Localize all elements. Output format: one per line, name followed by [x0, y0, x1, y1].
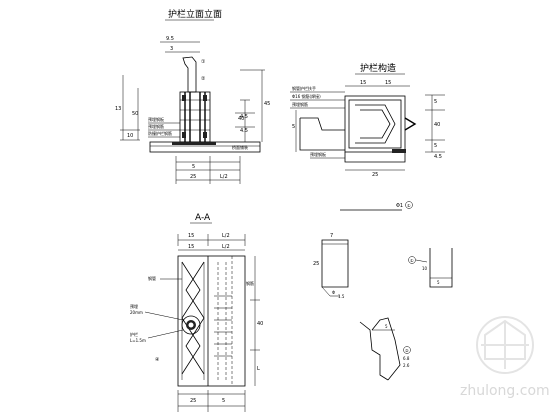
dim-label: 15	[188, 233, 194, 239]
dim-label: 9.5	[166, 36, 174, 42]
dim-label: 4.5	[240, 114, 248, 120]
note-label: 护栏	[130, 331, 138, 337]
dim-label: 4.5	[240, 128, 248, 134]
dim-label: L/2	[222, 233, 230, 239]
note-label: 20mm	[130, 310, 143, 315]
dim-label: 40	[257, 321, 263, 327]
dim-label: 6.8	[403, 356, 410, 361]
section-title: A-A	[195, 213, 211, 223]
elevation-view: 护栏立面立面 9.5 3 ① ② 13 50 10 预埋	[115, 8, 270, 184]
dim-label: 4.5	[434, 154, 442, 160]
dim-label: 5	[437, 280, 440, 285]
note-label: Φ1	[396, 203, 403, 209]
dim-label: 2.6	[403, 363, 410, 368]
section-outline	[177, 255, 246, 387]
rail-tube	[181, 315, 201, 335]
callout-mark: ①	[407, 203, 411, 208]
dim-label: 40	[434, 122, 440, 128]
detail-rebar-3: ② 5 6.8 2.6	[359, 317, 411, 381]
note-label: 预埋	[130, 303, 138, 309]
note-label: 预埋钢筋	[292, 101, 308, 107]
callout-mark: ①	[410, 258, 414, 263]
note-label: 预埋钢筋	[148, 123, 164, 129]
dim-label: Φ	[332, 290, 335, 295]
note-label: 钢筋	[246, 280, 254, 286]
dim-label: 5	[292, 124, 295, 130]
dim-label: 5	[385, 324, 388, 329]
dim-label: 50	[132, 111, 138, 117]
dim-label: 25	[190, 398, 196, 404]
dashed-ties	[214, 295, 232, 357]
callout-mark: ②	[405, 348, 409, 353]
watermark-text: zhulong.com	[460, 383, 550, 399]
dim-label: L/2	[222, 244, 230, 250]
note-label: L=1.5m	[130, 338, 146, 343]
note-label: 防撞护栏钢筋	[148, 130, 172, 136]
note-label: 钢管护栏扶手	[292, 85, 316, 91]
dim-label: 25	[313, 261, 319, 267]
dim-label: 15	[360, 80, 366, 86]
barrier-section	[344, 95, 406, 153]
note-label: 预埋钢板	[310, 151, 326, 157]
dim-label: 5	[192, 164, 195, 170]
detail-rebar-2: ① 5 10	[408, 248, 453, 288]
structure-view: 护栏构造 钢管护栏扶手 Φ16 钢筋(焊接) 预埋钢筋 15 15 5 5 40…	[290, 62, 445, 178]
section-aa-view: A-A 15 L/2 15 L/2	[130, 213, 263, 412]
dim-label: 10	[127, 133, 133, 139]
foot-profile	[299, 117, 345, 151]
rebar-mark: ①	[201, 59, 206, 65]
elevation-title: 护栏立面立面	[168, 8, 222, 20]
dim-label: 13	[115, 106, 121, 112]
dim-label: 25	[372, 172, 378, 178]
dim-label: 7	[330, 233, 333, 239]
dim-label: 40	[238, 116, 244, 122]
section-marker: ④	[155, 357, 160, 363]
dim-label: 5	[434, 99, 437, 105]
note-label: 桥面铺装	[232, 144, 248, 150]
dim-label: 25	[190, 174, 196, 180]
dim-label: 45	[264, 101, 270, 107]
dim-label: 10	[422, 266, 428, 271]
dim-label: 5	[434, 143, 437, 149]
rebar-mark: ②	[201, 76, 206, 82]
rail-post	[182, 56, 197, 93]
dim-label: 1.5	[338, 294, 345, 299]
structure-title: 护栏构造	[360, 62, 396, 74]
chevron-rebar	[355, 104, 396, 144]
dim-label: 15	[188, 244, 194, 250]
detail-rebar-1: 7 25 Φ 1.5	[313, 233, 349, 299]
zigzag-rebar	[181, 261, 201, 375]
dim-label: 5	[222, 398, 225, 404]
note-label: Φ16 钢筋(焊接)	[292, 93, 321, 99]
watermark-logo: zhulong.com	[460, 316, 550, 399]
dim-label: 3	[170, 46, 173, 52]
note-label: 预埋钢板	[148, 116, 164, 122]
callout-line: Φ1 ①	[340, 201, 413, 211]
dim-label: L	[257, 366, 260, 372]
dim-label: L/2	[220, 174, 228, 180]
dim-label: 15	[385, 80, 391, 86]
note-label: 钢管	[148, 275, 156, 281]
